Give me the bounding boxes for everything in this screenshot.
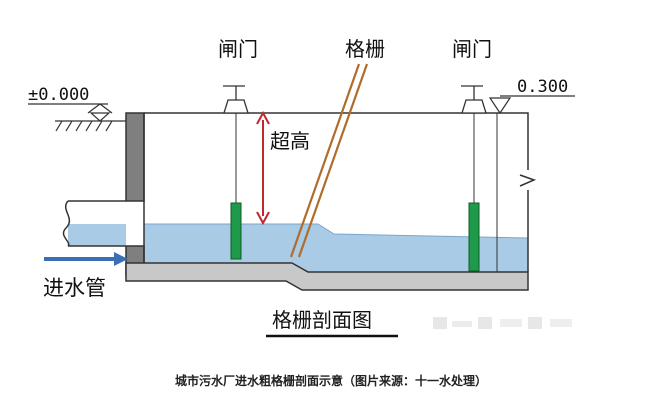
bar-screen [289,63,369,258]
inlet-pipe-label: 进水管 [43,276,106,300]
screen-label: 格栅 [345,37,385,61]
gate-left-label: 闸门 [218,37,258,61]
ground-hatch [55,120,126,132]
elevation-marker-left [28,103,113,122]
section-title: 格栅剖面图 [272,308,372,332]
left-wall [125,112,145,202]
elevation-marker-right [488,95,575,115]
gate-right [461,85,498,272]
channel-floor [125,262,529,291]
channel-outline [143,112,537,272]
figure-caption: 城市污水厂进水粗格栅剖面示意（图片来源：十一水处理） [174,374,487,388]
watermark [433,317,572,329]
flow-arrow [44,252,128,266]
inlet-pipe [62,200,126,247]
elevation-right-label: 0.300 [517,77,568,97]
gate-left [223,85,249,260]
freeboard-arrow [256,110,270,226]
freeboard-label: 超高 [270,129,310,153]
gate-right-label: 闸门 [452,37,492,61]
elevation-left-label: ±0.000 [28,85,89,105]
